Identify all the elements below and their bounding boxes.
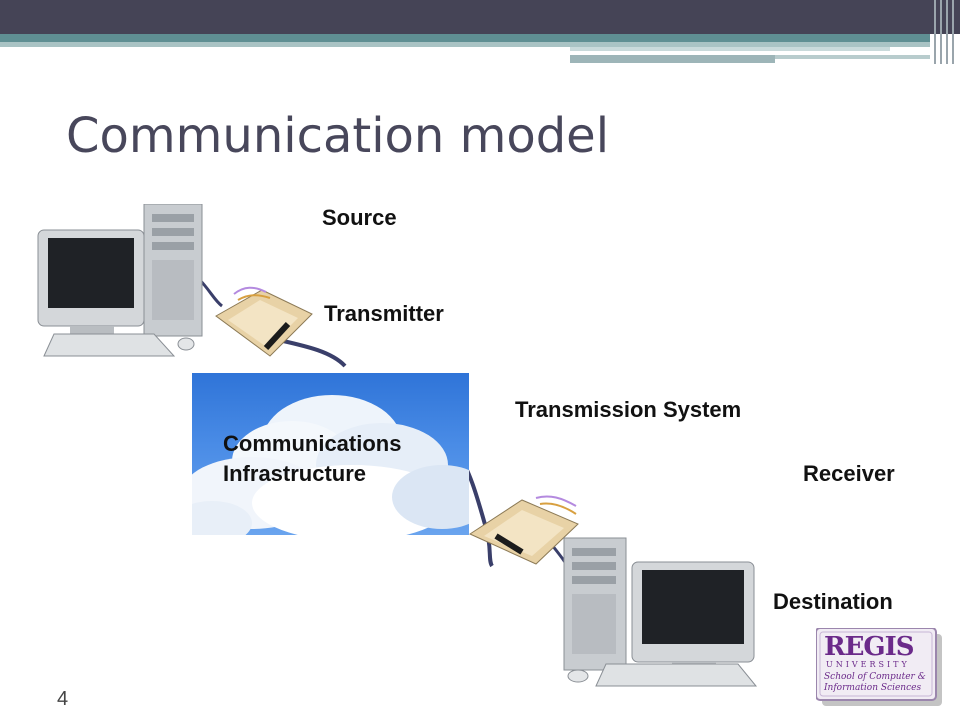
source-label: Source [322, 205, 397, 230]
header-band [0, 42, 930, 47]
destination-computer-icon [563, 537, 758, 687]
regis-logo: REGIS UNIVERSITY School of Computer & In… [816, 628, 944, 708]
receiver-label: Receiver [803, 461, 895, 486]
header-band [0, 34, 930, 42]
header-stripes [930, 0, 960, 64]
header-bar [0, 0, 960, 34]
slide-title: Communication model [66, 108, 610, 164]
transmitter-label: Transmitter [324, 301, 444, 326]
transmission-system-label: Transmission System [515, 397, 742, 422]
communications-infrastructure-cloud [192, 373, 469, 535]
header-band [570, 55, 775, 63]
receiver-modem-icon [468, 495, 579, 565]
source-computer-icon [37, 204, 203, 357]
transmitter-modem-icon [215, 286, 313, 357]
logo-title: REGIS [824, 632, 915, 662]
destination-label: Destination [773, 589, 893, 614]
logo-subtitle: UNIVERSITY [826, 660, 910, 669]
cloud-icon [192, 395, 469, 535]
logo-school: School of Computer & Information Science… [824, 672, 936, 694]
header-band [775, 55, 930, 59]
infrastructure-label: Communications Infrastructure [223, 429, 401, 489]
infrastructure-label-line1: Communications [223, 431, 402, 456]
header-band [570, 47, 890, 51]
infrastructure-label-line2: Infrastructure [223, 461, 367, 486]
logo-school-line1: School of Computer & [824, 672, 926, 682]
slide-number: 4 [57, 688, 69, 710]
logo-badge [816, 628, 942, 706]
logo-school-line2: Information Sciences [824, 683, 922, 693]
